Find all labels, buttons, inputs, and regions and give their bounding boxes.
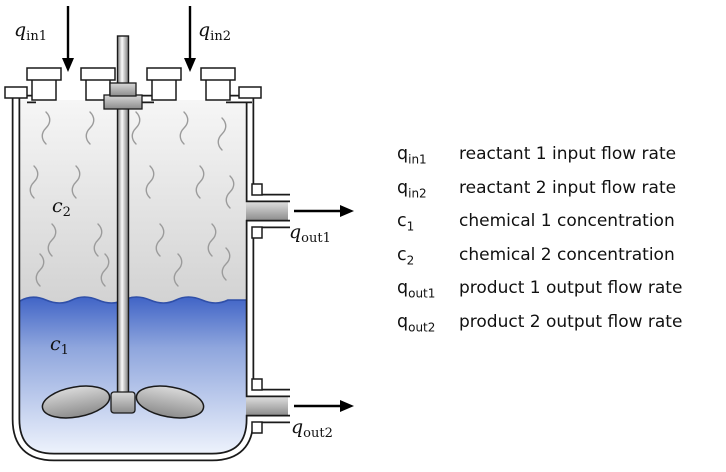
flange-3-lip — [146, 67, 182, 81]
outlet-pipe-1-interior — [246, 201, 288, 221]
legend-symbol: qin2 — [397, 177, 427, 201]
legend-description: product 2 output flow rate — [459, 311, 683, 332]
flange-1-stub — [31, 78, 57, 101]
legend: qin1 reactant 1 input flow rate qin2 rea… — [397, 143, 682, 338]
legend-symbol: qout2 — [397, 311, 436, 335]
liquid-region — [20, 297, 246, 453]
inlet-arrow-1 — [62, 6, 74, 72]
legend-description: product 1 output flow rate — [459, 278, 683, 298]
flange-1-lip — [26, 67, 62, 81]
legend-description: reactant 2 input flow rate — [459, 177, 677, 198]
q-in2-label: qin2 — [198, 19, 231, 44]
left-rim-lip — [4, 86, 28, 99]
right-rim-lip — [238, 86, 262, 99]
reactor-tank-diagram: qin1 qin2 c2 c1 qout1 qout2 — [4, 6, 354, 462]
c2-label: c2 — [52, 195, 71, 220]
shaft-gland — [103, 82, 143, 110]
impeller — [41, 385, 205, 419]
flange-4-lip — [200, 67, 236, 81]
outlet-flanges — [251, 183, 263, 434]
q-in1-label: qin1 — [14, 19, 47, 44]
q-out1-label: qout1 — [289, 221, 331, 246]
flange-3-stub — [151, 78, 177, 101]
inlet-arrow-2 — [184, 6, 196, 72]
legend-description: reactant 1 input flow rate — [459, 144, 677, 164]
flange-2-lip — [80, 67, 116, 81]
flange-4-stub — [205, 78, 231, 101]
outlet-1-flange-top — [251, 183, 263, 196]
outlet-2-flange-top — [251, 378, 263, 391]
legend-symbol: c2 — [397, 244, 415, 268]
legend-description: chemical 1 concentration — [459, 211, 675, 231]
outlet-2-flange-bottom — [251, 421, 263, 434]
outlet-pipe-2-interior — [246, 396, 288, 416]
outlet-1-flange-bottom — [251, 226, 263, 239]
impeller-blade-left — [41, 385, 111, 419]
legend-symbol: qout1 — [397, 278, 436, 301]
impeller-hub — [110, 391, 136, 414]
c1-label: c1 — [50, 333, 69, 358]
impeller-blade-right — [135, 385, 205, 419]
legend-symbol: c1 — [397, 211, 415, 234]
outlet-arrow-2 — [294, 400, 354, 412]
outlet-arrow-1 — [294, 205, 354, 217]
q-out2-label: qout2 — [291, 416, 333, 441]
vapor-squiggles — [29, 111, 235, 287]
legend-symbol: qin1 — [397, 144, 427, 167]
legend-description: chemical 2 concentration — [459, 244, 675, 265]
